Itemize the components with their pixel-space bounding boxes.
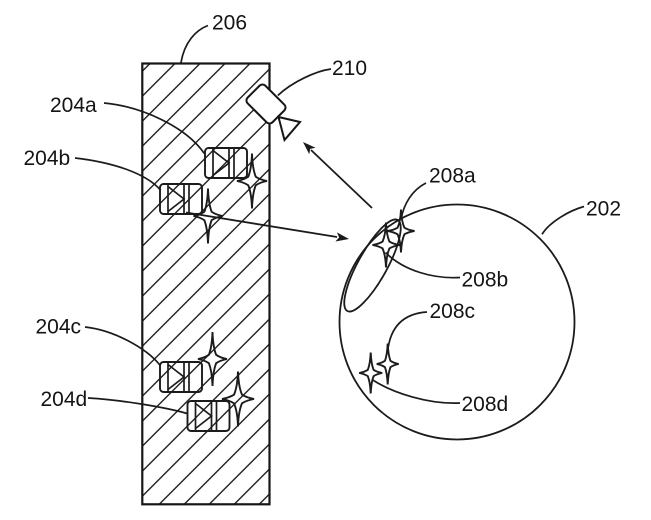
svg-text:204d: 204d [41, 388, 88, 411]
svg-text:202: 202 [586, 198, 621, 221]
svg-text:204a: 204a [50, 94, 97, 117]
svg-text:210: 210 [332, 57, 367, 80]
svg-text:208d: 208d [462, 393, 509, 416]
svg-text:208c: 208c [430, 300, 476, 323]
svg-text:204b: 204b [24, 147, 71, 170]
svg-text:206: 206 [212, 12, 247, 35]
svg-text:208b: 208b [462, 269, 509, 292]
svg-text:208a: 208a [429, 165, 476, 188]
svg-text:204c: 204c [36, 316, 82, 339]
